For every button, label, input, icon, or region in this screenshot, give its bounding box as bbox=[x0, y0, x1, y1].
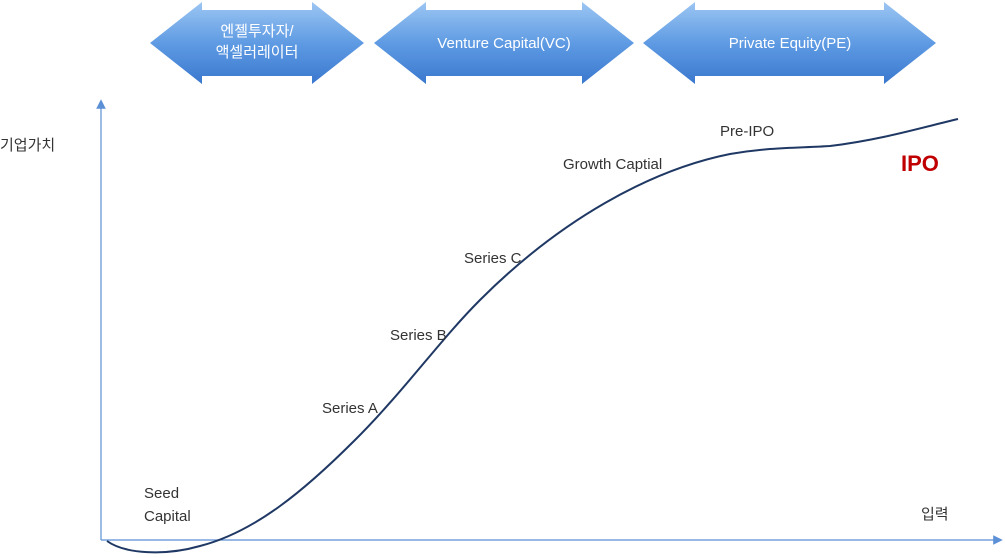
stage-label-seed-line1: Seed bbox=[144, 485, 179, 502]
phase-arrow-angel: 엔젤투자자/ 액셀러레이터 bbox=[150, 2, 364, 84]
stage-label-series-a: Series A bbox=[322, 400, 378, 417]
phase-arrow-pe: Private Equity(PE) bbox=[643, 2, 936, 84]
y-axis-label: 기업가치 bbox=[0, 137, 55, 154]
phase-label-angel-line2: 액셀러레이터 bbox=[216, 44, 299, 61]
double-arrow-shape bbox=[150, 2, 364, 84]
stage-label-seed-line2: Capital bbox=[144, 508, 191, 525]
stage-label-growth: Growth Captial bbox=[563, 156, 662, 173]
stage-label-series-b: Series B bbox=[390, 327, 447, 344]
stage-label-ipo: IPO bbox=[901, 151, 939, 176]
phase-arrow-vc: Venture Capital(VC) bbox=[374, 2, 634, 84]
double-arrow-shape bbox=[643, 2, 936, 84]
phase-label-pe: Private Equity(PE) bbox=[729, 35, 852, 52]
x-axis-label: 입력 bbox=[921, 506, 949, 523]
double-arrow-shape bbox=[374, 2, 634, 84]
stage-label-series-c: Series C bbox=[464, 250, 522, 267]
growth-curve bbox=[106, 118, 959, 554]
stage-label-pre-ipo: Pre-IPO bbox=[720, 123, 774, 140]
phase-label-vc: Venture Capital(VC) bbox=[437, 35, 570, 52]
phase-label-angel-line1: 엔젤투자자/ bbox=[220, 23, 294, 40]
